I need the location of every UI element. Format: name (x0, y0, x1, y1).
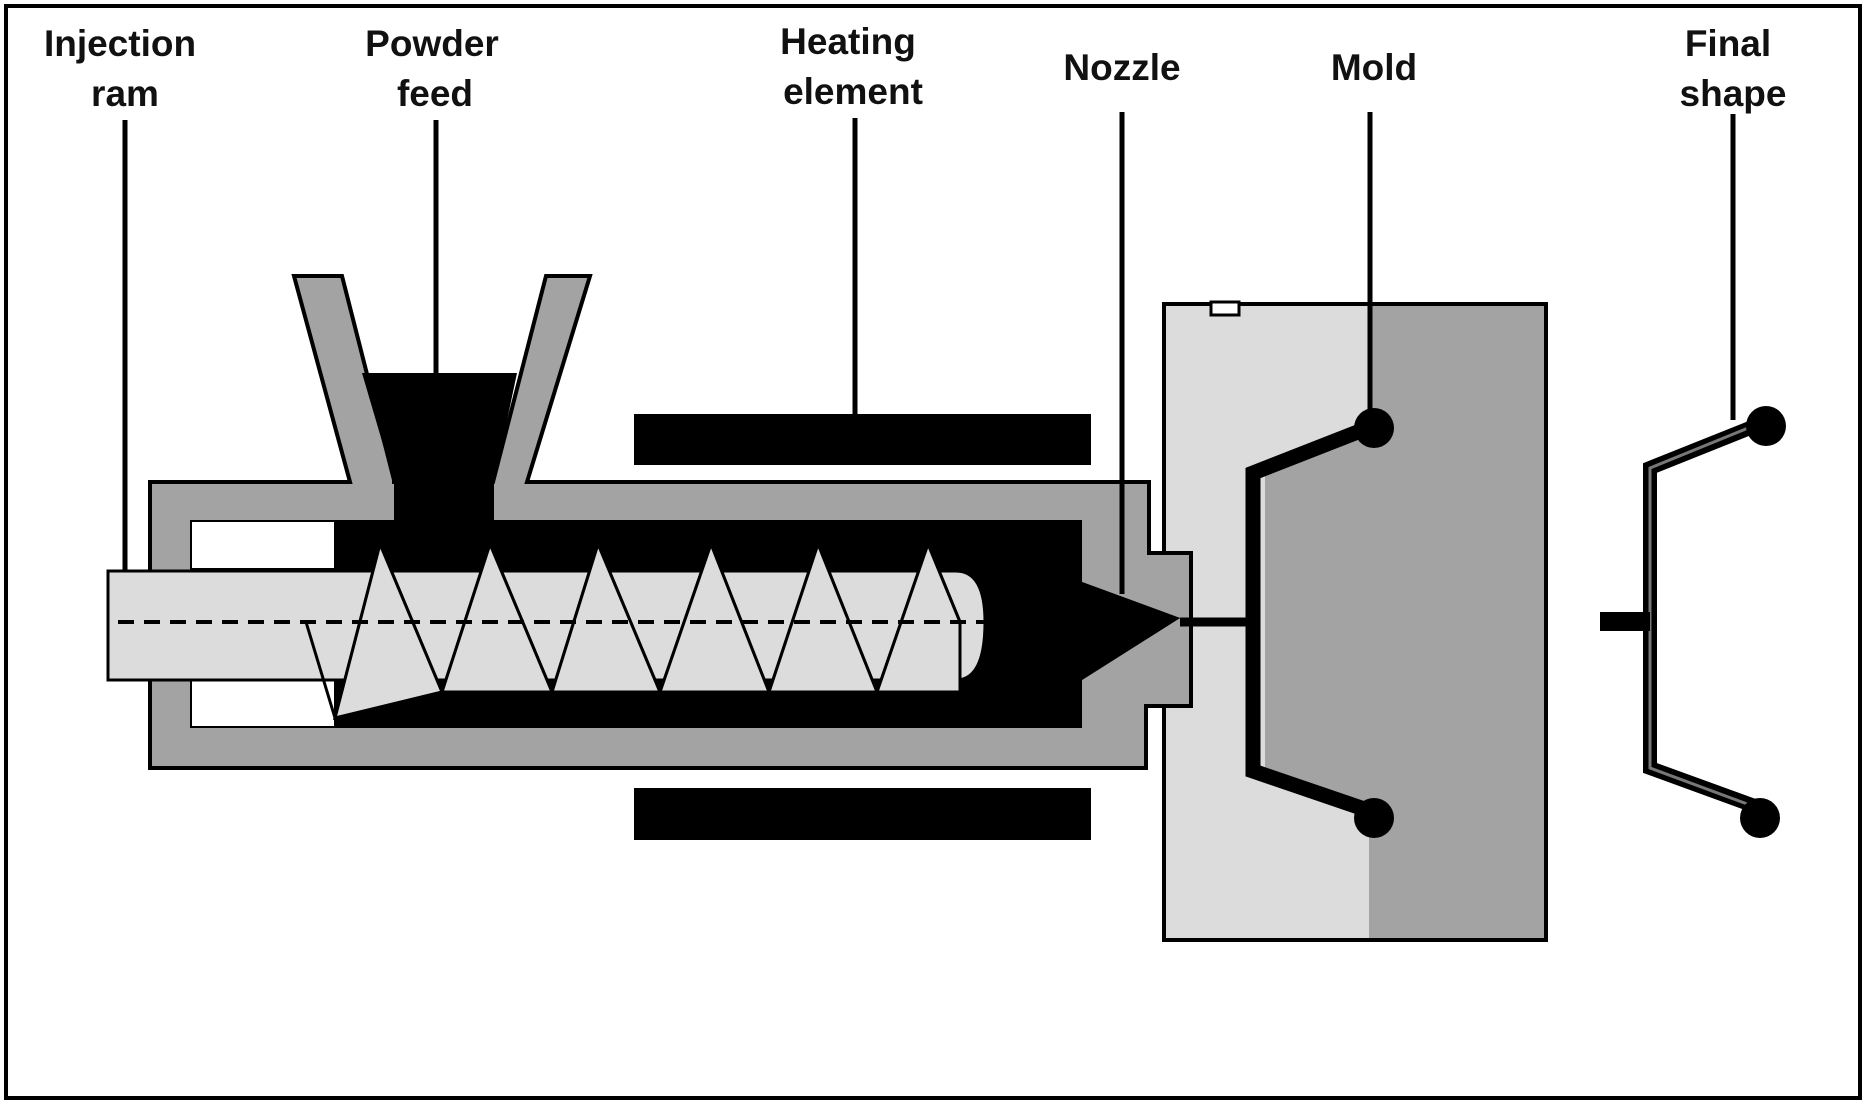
label-mold-text: Mold (1331, 47, 1417, 88)
ram-cavity-top (192, 522, 334, 568)
ram-cavity-bottom (192, 678, 334, 726)
final-shape-bottom-knob (1740, 798, 1780, 838)
label-injection-ram-line2: ram (91, 73, 159, 114)
label-final-shape-line1: Final (1685, 23, 1771, 64)
molded-part-bottom-knob (1354, 798, 1394, 838)
powder-feed-material (362, 373, 517, 522)
molded-part (1180, 408, 1394, 838)
label-injection-ram: Injection ram (44, 23, 196, 114)
label-powder-feed-line2: feed (397, 73, 473, 114)
label-final-shape-line2: shape (1680, 73, 1787, 114)
screw-flights-fill (332, 539, 962, 721)
label-powder-feed: Powder feed (365, 23, 499, 114)
molded-part-shape (1245, 419, 1376, 820)
label-nozzle-text: Nozzle (1063, 47, 1180, 88)
heating-element-top (634, 414, 1091, 465)
label-powder-feed-line1: Powder (365, 23, 499, 64)
mold-dark-half (1369, 306, 1544, 938)
label-heating-element-line2: element (783, 71, 923, 112)
label-nozzle: Nozzle (1063, 47, 1180, 88)
injection-ram-shaft (106, 569, 987, 682)
final-shape-sprue-stub (1600, 612, 1650, 631)
label-final-shape: Final shape (1680, 23, 1787, 114)
final-shape (1600, 406, 1786, 838)
final-shape-top-knob (1746, 406, 1786, 446)
leader-lines (122, 112, 1736, 594)
label-injection-ram-line1: Injection (44, 23, 196, 64)
nozzle-channel (1082, 582, 1180, 680)
label-heating-element: Heating element (780, 21, 923, 112)
label-mold: Mold (1331, 47, 1417, 88)
label-heating-element-line1: Heating (780, 21, 916, 62)
heating-element-bottom (634, 788, 1091, 840)
molded-part-top-knob (1354, 408, 1394, 448)
mold-top-notch (1209, 300, 1241, 317)
mold-cavity-dark (1265, 434, 1369, 808)
screw (106, 539, 987, 724)
